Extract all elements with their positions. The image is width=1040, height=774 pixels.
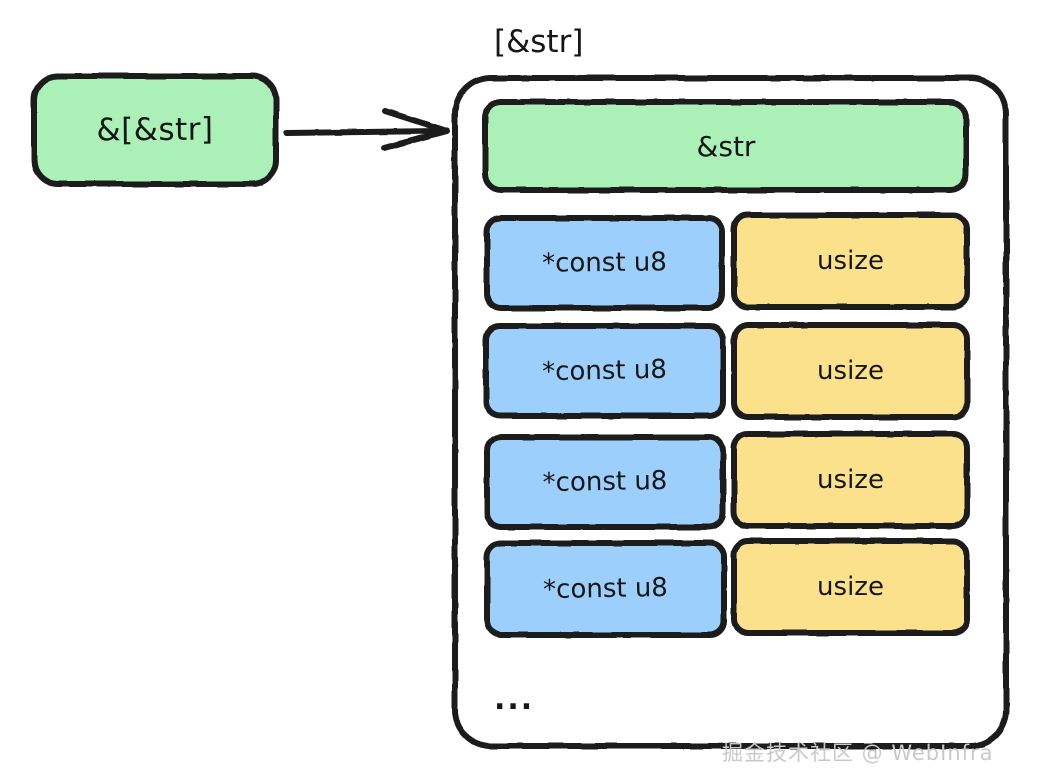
points-to-arrow xyxy=(283,108,450,151)
row-1-shapes xyxy=(484,212,970,311)
row-3-shapes xyxy=(484,431,970,530)
source-node-shape[interactable] xyxy=(31,73,279,187)
row-4-shapes xyxy=(484,538,970,638)
str-header-shape[interactable] xyxy=(482,99,969,193)
row-2-shapes xyxy=(483,322,970,420)
